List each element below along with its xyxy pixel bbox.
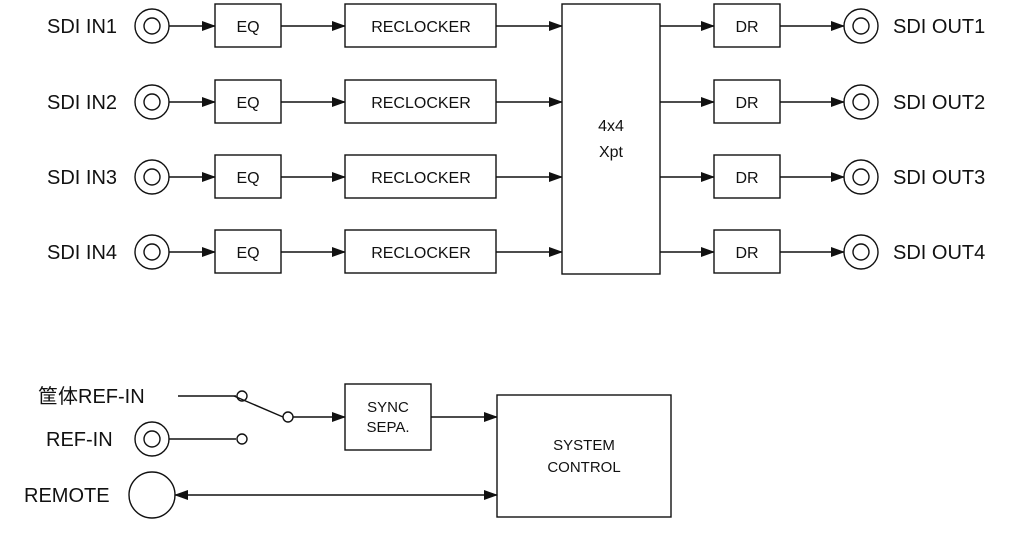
sync-separator-block	[344, 383, 432, 451]
eq-block	[214, 79, 282, 124]
bnc-connector-icon	[134, 421, 170, 457]
switch-contact-icon	[236, 390, 248, 402]
reclocker-label: RECLOCKER	[371, 95, 471, 112]
output-label: SDI OUT3	[893, 167, 985, 189]
input-channel-4: SDI IN4 EQ RECLOCKER	[47, 229, 563, 274]
reclocker-block	[344, 154, 497, 199]
eq-label: EQ	[236, 170, 259, 187]
output-label: SDI OUT1	[893, 16, 985, 38]
input-channel-3: SDI IN3 EQ RECLOCKER	[47, 154, 563, 199]
driver-label: DR	[735, 95, 758, 112]
driver-label: DR	[735, 170, 758, 187]
driver-block	[713, 154, 781, 199]
input-channel-1: SDI IN1 EQ RECLOCKER	[47, 3, 563, 48]
crosspoint-line2: Xpt	[599, 144, 624, 161]
remote-connector-icon	[128, 471, 176, 519]
bnc-connector-icon	[843, 159, 879, 195]
output-channel-4: DR SDI OUT4	[660, 229, 985, 274]
input-label: SDI IN2	[47, 92, 117, 114]
remote-label: REMOTE	[24, 485, 110, 507]
bnc-connector-icon	[134, 159, 170, 195]
sync-label-line1: SYNC	[367, 399, 409, 416]
output-label: SDI OUT4	[893, 242, 985, 264]
input-label: SDI IN1	[47, 16, 117, 38]
eq-block	[214, 229, 282, 274]
crosspoint-block: 4x4 Xpt	[561, 3, 661, 275]
output-label: SDI OUT2	[893, 92, 985, 114]
bnc-connector-icon	[843, 84, 879, 120]
switch-contact-icon	[236, 433, 248, 445]
input-channel-2: SDI IN2 EQ RECLOCKER	[47, 79, 563, 124]
bnc-connector-icon	[134, 84, 170, 120]
system-control-line2: CONTROL	[547, 459, 620, 476]
eq-label: EQ	[236, 95, 259, 112]
output-channel-1: DR SDI OUT1	[660, 3, 985, 48]
reclocker-label: RECLOCKER	[371, 170, 471, 187]
input-label: SDI IN3	[47, 167, 117, 189]
output-channel-3: DR SDI OUT3	[660, 154, 985, 199]
bnc-connector-icon	[134, 8, 170, 44]
reference-section: 筐体REF-IN REF-IN SYNC SEPA.	[38, 383, 498, 457]
system-control-line1: SYSTEM	[553, 437, 615, 454]
reclocker-label: RECLOCKER	[371, 245, 471, 262]
control-section: SYSTEM CONTROL REMOTE	[24, 394, 672, 519]
sync-label-line2: SEPA.	[366, 419, 409, 436]
selector-switch-icon	[233, 395, 294, 423]
reclocker-block	[344, 3, 497, 48]
driver-label: DR	[735, 245, 758, 262]
system-control-block	[496, 394, 672, 518]
driver-label: DR	[735, 19, 758, 36]
eq-label: EQ	[236, 19, 259, 36]
bnc-connector-icon	[843, 8, 879, 44]
external-ref-label: REF-IN	[46, 429, 113, 451]
output-channel-2: DR SDI OUT2	[660, 79, 985, 124]
input-label: SDI IN4	[47, 242, 117, 264]
bnc-connector-icon	[134, 234, 170, 270]
reclocker-label: RECLOCKER	[371, 19, 471, 36]
bnc-connector-icon	[843, 234, 879, 270]
driver-block	[713, 3, 781, 48]
eq-block	[214, 154, 282, 199]
eq-label: EQ	[236, 245, 259, 262]
crosspoint-line1: 4x4	[598, 118, 624, 135]
internal-ref-label: 筐体REF-IN	[38, 385, 145, 408]
